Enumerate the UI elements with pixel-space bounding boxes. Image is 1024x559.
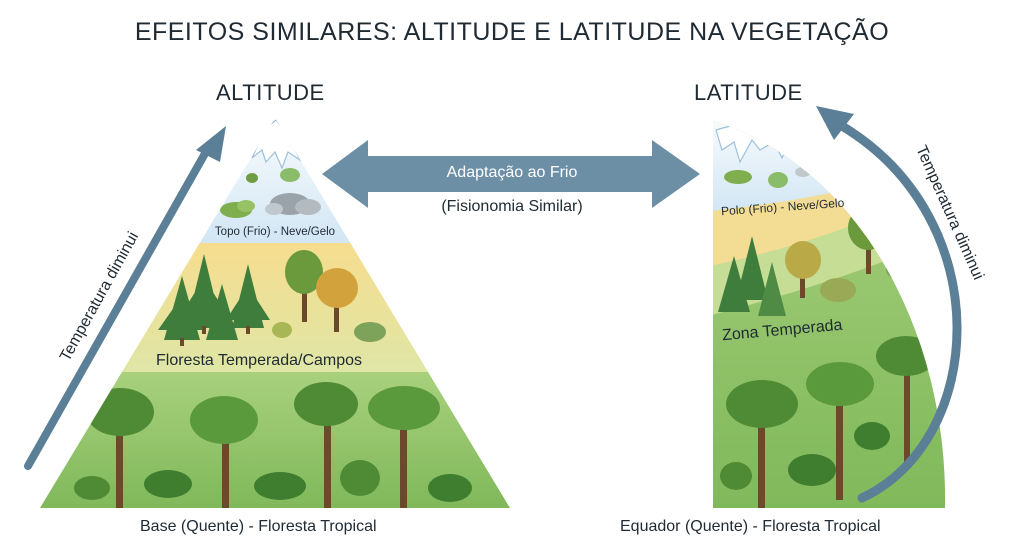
page-title: EFEITOS SIMILARES: ALTITUDE E LATITUDE N…	[134, 18, 890, 46]
altitude-middle-label: Floresta Temperada/Campos	[156, 352, 363, 369]
latitude-temperature-arrow	[816, 106, 962, 503]
conifer-trees	[158, 254, 270, 346]
altitude-temperature-arrow	[24, 126, 226, 470]
tropical-trees-latitude	[720, 336, 936, 508]
adaptation-double-arrow	[322, 140, 700, 208]
altitude-base-label: Base (Quente) - Floresta Tropical	[140, 518, 377, 535]
connector-sublabel: (Fisionomia Similar)	[441, 198, 583, 215]
latitude-base-label: Equador (Quente) - Floresta Tropical	[620, 518, 881, 535]
latitude-header: LATITUDE	[694, 80, 803, 105]
deciduous-trees	[272, 250, 386, 342]
snow-peak-icon	[251, 119, 302, 170]
rocks-icon	[265, 193, 321, 215]
moss-icon	[220, 168, 300, 218]
altitude-header: ALTITUDE	[216, 80, 325, 105]
connector-label: Adaptação ao Frio	[446, 164, 578, 181]
altitude-top-label: Topo (Frio) - Neve/Gelo	[214, 226, 336, 238]
tropical-trees-altitude	[74, 382, 472, 508]
